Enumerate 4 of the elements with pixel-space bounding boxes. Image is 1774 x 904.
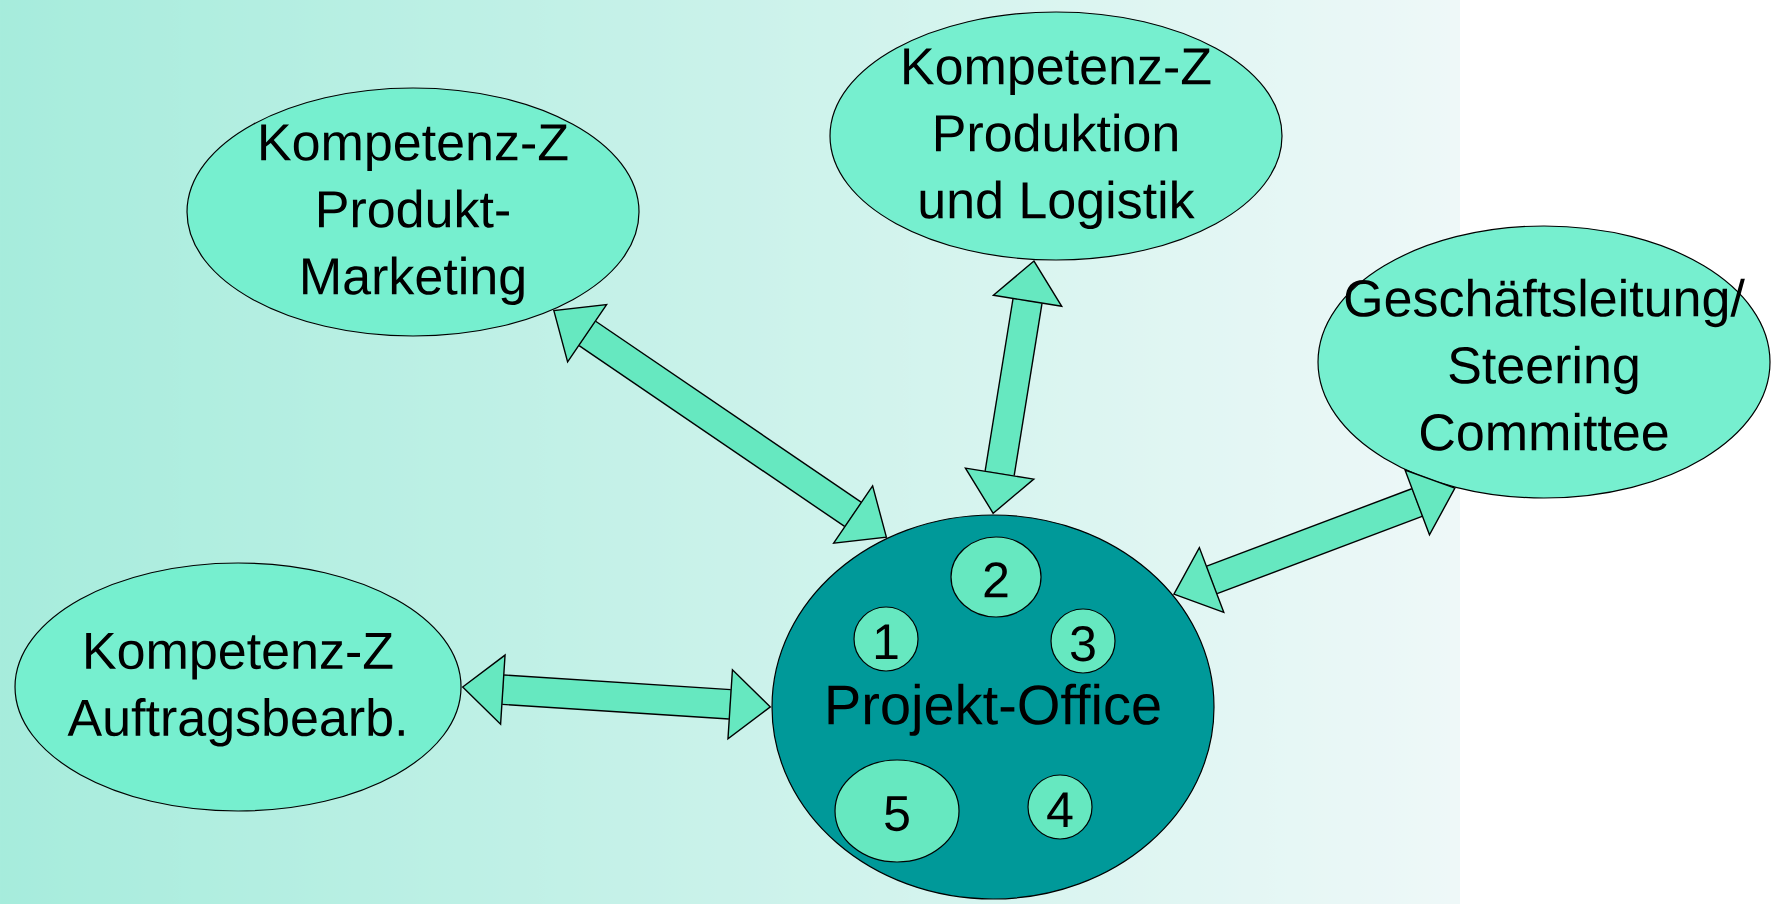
ellipse-node: Geschäftsleitung/ Steering Committee — [1317, 225, 1771, 499]
ellipse-node: Kompetenz-Z Produktion und Logistik — [829, 11, 1283, 261]
ellipse-node: Kompetenz-Z Produkt- Marketing — [186, 87, 640, 337]
ellipse-node: Kompetenz-Z Auftragsbearb. — [14, 562, 462, 812]
